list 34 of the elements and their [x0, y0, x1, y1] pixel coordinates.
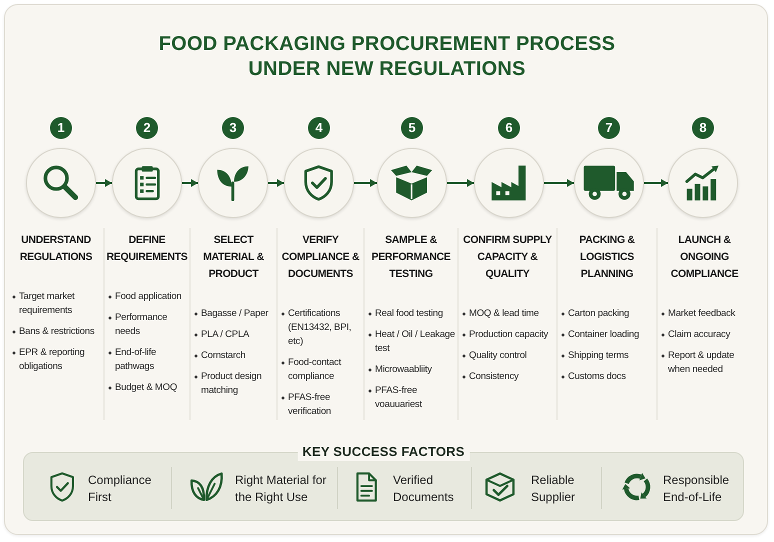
bullet-point: Food application: [108, 290, 182, 304]
arrow: [182, 179, 198, 187]
bullet-point: Shipping terms: [561, 349, 629, 363]
bullet-point: Microwaabliity: [368, 363, 432, 377]
step-heading: DEFINE REQUIREMENTS: [106, 233, 188, 265]
factor-label: Reliable Supplier: [531, 472, 576, 506]
diagram-title: FOOD PACKAGING PROCUREMENT PROCESS UNDER NEW REGULATIONS: [158, 32, 616, 82]
step-heading: SAMPLE & PERFORMANCE TESTING: [370, 233, 452, 282]
arrow: [447, 179, 474, 187]
bullet-point: Budget & MOQ: [108, 381, 178, 395]
arrow: [544, 179, 574, 187]
bullet-point: Quality control: [462, 349, 527, 363]
step-heading: VERIFY COMPLIANCE & DOCUMENTS: [280, 233, 360, 282]
bullet-point: Claim accuracy: [661, 328, 730, 342]
step-heading: LAUNCH & ONGOING COMPLIANCE: [670, 233, 740, 282]
step-heading: CONFIRM SUPPLY CAPACITY & QUALITY: [462, 233, 553, 282]
factor-label: Verified Documents: [393, 472, 455, 506]
bullet-point: Bagasse / Paper: [194, 307, 268, 321]
arrow: [96, 179, 112, 187]
bullet-point: Production capacity: [462, 328, 548, 342]
factor-label: Compliance First: [88, 472, 152, 506]
step-heading: UNDERSTAND REGULATIONS: [18, 233, 94, 265]
arrow: [354, 179, 377, 187]
bullet-point: MOQ & lead time: [462, 307, 539, 321]
step-heading: PACKING & LOGISTICS PLANNING: [578, 233, 636, 282]
factor-label: Responsible End-of-Life: [663, 472, 730, 506]
step-heading: SELECT MATERIAL & PRODUCT: [202, 233, 265, 282]
arrow: [644, 179, 668, 187]
factor-label: Right Material for the Right Use: [235, 472, 327, 506]
bullet-point: Real food testing: [368, 307, 443, 321]
bullet-point: Container loading: [561, 328, 640, 342]
arrow: [268, 179, 284, 187]
bullet-point: Carton packing: [561, 307, 630, 321]
bullet-point: Consistency: [462, 370, 519, 384]
